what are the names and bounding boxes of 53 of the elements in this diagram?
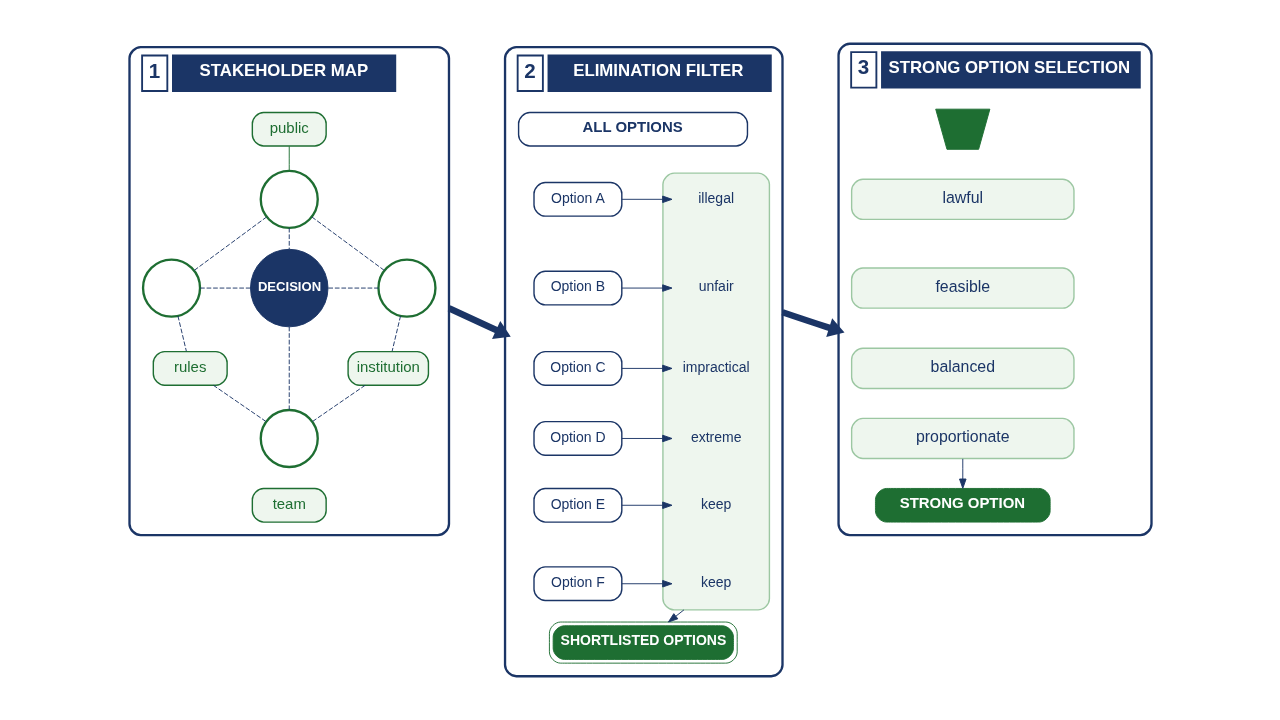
- node-circle: [376, 258, 437, 318]
- node-label: 1: [148, 58, 160, 82]
- node-box: balanced: [850, 347, 1075, 390]
- node-text: extreme: [690, 428, 741, 445]
- node-box: feasible: [850, 267, 1075, 309]
- node-box: Option C: [532, 350, 623, 386]
- connector: [327, 287, 379, 289]
- node-picture: [934, 108, 990, 150]
- node-box: lawful: [850, 178, 1075, 221]
- node-box: team: [251, 487, 327, 523]
- arrow: [620, 580, 672, 588]
- node-box: Option F: [532, 566, 623, 602]
- node-text: keep: [700, 495, 731, 512]
- node-text: keep: [700, 574, 731, 591]
- node-box: Option E: [532, 487, 623, 523]
- node-text: illegal: [697, 189, 734, 206]
- connector: [177, 315, 187, 352]
- arrow: [958, 458, 967, 489]
- node-box: ALL OPTIONS: [517, 111, 748, 147]
- connector: [193, 216, 267, 271]
- node-box: public: [251, 111, 327, 147]
- node-box: proportionate: [850, 417, 1075, 460]
- arrow: [620, 364, 672, 373]
- node-circle: [259, 169, 319, 229]
- arrow: [667, 609, 684, 623]
- node-circle: DECISION: [249, 248, 328, 328]
- node-circle: [141, 258, 201, 318]
- node-text: impractical: [682, 358, 750, 375]
- node-label: 2: [523, 58, 536, 82]
- node-box: SHORTLISTED OPTIONS: [548, 621, 738, 664]
- node-box: Option A: [532, 181, 623, 217]
- node-box: Option B: [532, 270, 623, 306]
- arrow: [620, 195, 672, 204]
- arrow: [620, 434, 672, 443]
- connector: [311, 384, 365, 423]
- connector: [310, 216, 385, 271]
- node-box: STRONG OPTION: [874, 488, 1051, 523]
- node-label: 3: [857, 55, 869, 79]
- node-circle: [259, 408, 319, 469]
- node-box: institution: [346, 350, 429, 386]
- connector: [288, 145, 290, 172]
- connector: [199, 287, 251, 289]
- arrow: [780, 309, 845, 338]
- node-box: rules: [152, 350, 228, 386]
- connector: [288, 227, 290, 250]
- connector: [288, 326, 290, 411]
- connector: [391, 315, 401, 352]
- arrow: [620, 284, 672, 292]
- node-box: Option D: [532, 420, 623, 456]
- node-text: unfair: [698, 278, 734, 295]
- arrow: [620, 501, 672, 509]
- connector: [212, 384, 267, 423]
- arrow: [447, 305, 511, 339]
